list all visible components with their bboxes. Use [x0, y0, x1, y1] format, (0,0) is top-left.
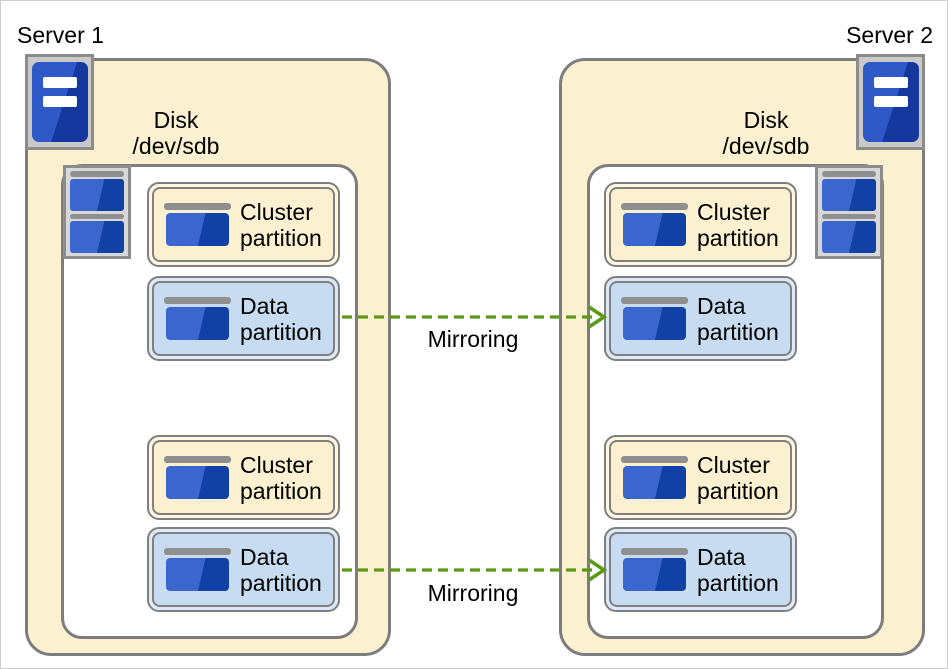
disk-platter-shape [822, 178, 876, 211]
partition-label: Cluster partition [240, 451, 322, 504]
partition-label: Data partition [240, 543, 322, 596]
server-slot-shape [873, 96, 908, 107]
server2-data-partition-2: Data partition [604, 527, 797, 612]
disk-platter-shape [822, 221, 876, 253]
server2-cluster-partition-1: Cluster partition [604, 182, 797, 267]
server1-cluster-partition-1: Cluster partition [147, 182, 340, 267]
server1-cluster-partition-2: Cluster partition [147, 435, 340, 520]
server1-disk-label: Disk /dev/sdb [110, 107, 242, 159]
disk-bar-shape [70, 171, 124, 177]
hard-disk-icon [63, 165, 131, 259]
server1-data-partition-2: Data partition [147, 527, 340, 612]
server-tower-body [31, 62, 88, 142]
partition-disk-icon [164, 297, 231, 340]
disk-label-device: /dev/sdb [722, 133, 810, 159]
server-slot-shape [873, 77, 908, 88]
server1-title: Server 1 [17, 22, 104, 48]
partition-label: Cluster partition [697, 451, 779, 504]
server-tower-icon [25, 54, 94, 150]
partition-disk-icon [621, 297, 688, 340]
disk-platter-shape [70, 178, 124, 211]
partition-label: Data partition [240, 292, 322, 345]
partition-disk-icon [164, 548, 231, 591]
disk-label-device: /dev/sdb [132, 133, 220, 159]
server-tower-icon [856, 54, 925, 150]
disk-label-title: Disk [153, 107, 199, 133]
partition-disk-icon [621, 203, 688, 246]
partition-label: Cluster partition [240, 198, 322, 251]
server2-data-partition-1: Data partition [604, 276, 797, 361]
server-slot-shape [42, 96, 77, 107]
server-slot-shape [42, 77, 77, 88]
server2-title: Server 2 [846, 22, 933, 48]
disk-bar-shape [70, 213, 124, 220]
server2-disk-label: Disk /dev/sdb [700, 107, 832, 159]
server-tower-body [862, 62, 919, 142]
hard-disk-icon [815, 165, 883, 259]
partition-disk-icon [621, 548, 688, 591]
partition-label: Data partition [697, 543, 779, 596]
partition-disk-icon [164, 203, 231, 246]
server1-data-partition-1: Data partition [147, 276, 340, 361]
partition-label: Data partition [697, 292, 779, 345]
disk-label-title: Disk [743, 107, 789, 133]
disk-bar-shape [822, 171, 876, 177]
server2-cluster-partition-2: Cluster partition [604, 435, 797, 520]
mirroring-label-1: Mirroring [427, 326, 519, 352]
partition-label: Cluster partition [697, 198, 779, 251]
partition-disk-icon [621, 456, 688, 499]
disk-bar-shape [822, 213, 876, 220]
disk-platter-shape [70, 221, 124, 253]
mirroring-label-2: Mirroring [427, 580, 519, 606]
partition-disk-icon [164, 456, 231, 499]
